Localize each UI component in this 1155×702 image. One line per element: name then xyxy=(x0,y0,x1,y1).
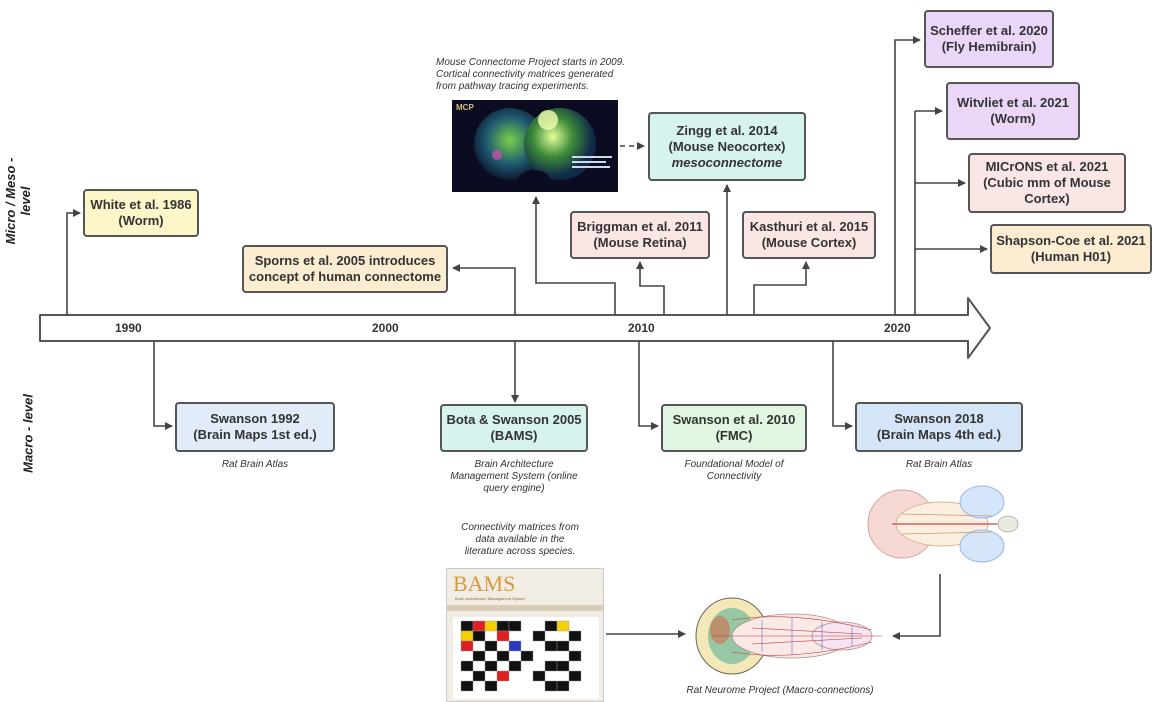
connector-briggman xyxy=(636,261,665,315)
box-witvliet-line1: Witvliet et al. 2021 xyxy=(957,95,1069,110)
box-microns-line1: MICrONS et al. 2021 xyxy=(985,159,1109,174)
box-shapson-line2: (Human H01) xyxy=(1030,249,1112,264)
note-mouse-connectome-project: Mouse Connectome Project starts in 2009.… xyxy=(436,57,625,92)
note-fmc-description: Foundational Model of Connectivity xyxy=(684,459,784,482)
note-rat-brain-atlas-1: Rat Brain Atlas xyxy=(221,459,289,470)
mcp-brain-slice-image: MCP xyxy=(452,100,618,192)
box-swanson2018-line1: Swanson 2018 xyxy=(894,411,984,426)
box-swanson-1992: Swanson 1992 (Brain Maps 1st ed.) xyxy=(175,402,335,452)
box-kasthuri-2015: Kasthuri et al. 2015 (Mouse Cortex) xyxy=(742,211,876,259)
macro-level-label: Macro - level xyxy=(21,384,36,484)
box-microns-line2: (Cubic mm of Mouse xyxy=(983,175,1111,190)
connector-mcp xyxy=(532,196,616,315)
year-2010: 2010 xyxy=(628,321,655,335)
box-briggman-line1: Briggman et al. 2011 xyxy=(577,219,703,234)
bams-logo: BAMS xyxy=(453,571,516,596)
year-2020: 2020 xyxy=(884,321,911,335)
year-2000: 2000 xyxy=(372,321,399,335)
box-bota-2005: Bota & Swanson 2005 (BAMS) xyxy=(440,404,588,452)
box-zingg-line3: mesoconnectome xyxy=(671,154,783,170)
box-white-line1: White et al. 1986 xyxy=(90,197,192,212)
box-microns-2021: MICrONS et al. 2021 (Cubic mm of Mouse C… xyxy=(968,153,1126,213)
box-bota-line2: (BAMS) xyxy=(490,428,538,443)
box-shapson-2021: Shapson-Coe et al. 2021 (Human H01) xyxy=(990,224,1152,274)
micro-meso-level-label: Micro / Meso - level xyxy=(3,151,33,251)
box-zingg-line2: (Mouse Neocortex) xyxy=(668,138,786,154)
connector-kasthuri xyxy=(753,261,810,315)
connector-scheffer xyxy=(894,36,921,315)
box-swanson1992-line1: Swanson 1992 xyxy=(210,411,300,426)
rat-neurome-image xyxy=(692,590,888,682)
box-witvliet-line2: (Worm) xyxy=(990,111,1036,126)
box-briggman-line2: (Mouse Retina) xyxy=(593,235,687,250)
rat-brain-atlas-image xyxy=(862,472,1028,572)
timeline-arrow xyxy=(39,297,991,359)
box-sporns-2005: Sporns et al. 2005 introduces concept of… xyxy=(242,245,448,293)
box-white-1986: White et al. 1986 (Worm) xyxy=(83,189,199,237)
box-kasthuri-line2: (Mouse Cortex) xyxy=(761,235,857,250)
connector-swanson2010 xyxy=(638,341,659,430)
mcp-logo: MCP xyxy=(456,103,474,112)
box-sporns-line1: Sporns et al. 2005 introduces xyxy=(254,253,436,268)
box-witvliet-2021: Witvliet et al. 2021 (Worm) xyxy=(946,82,1080,140)
connector-sporns xyxy=(452,264,516,315)
box-scheffer-2020: Scheffer et al. 2020 (Fly Hemibrain) xyxy=(924,10,1054,68)
box-swanson-2010: Swanson et al. 2010 (FMC) xyxy=(661,404,807,452)
box-kasthuri-line1: Kasthuri et al. 2015 xyxy=(749,219,869,234)
box-swanson2018-line2: (Brain Maps 4th ed.) xyxy=(876,427,1002,442)
year-1990: 1990 xyxy=(115,321,142,335)
bams-subtitle: Brain Architecture Management System xyxy=(455,596,526,601)
micro-label-text: Micro / Meso - level xyxy=(3,157,33,245)
box-briggman-2011: Briggman et al. 2011 (Mouse Retina) xyxy=(570,211,710,259)
box-zingg-2014: Zingg et al. 2014 (Mouse Neocortex) meso… xyxy=(648,112,806,181)
box-swanson-2018: Swanson 2018 (Brain Maps 4th ed.) xyxy=(855,402,1023,452)
box-microns-line3: Cortex) xyxy=(1024,191,1070,206)
box-swanson2010-line2: (FMC) xyxy=(715,428,753,443)
note-bams-description: Brain Architecture Management System (on… xyxy=(450,459,578,494)
box-scheffer-line2: (Fly Hemibrain) xyxy=(941,39,1037,54)
note-connectivity-matrices: Connectivity matrices from data availabl… xyxy=(461,522,579,557)
box-shapson-line1: Shapson-Coe et al. 2021 xyxy=(996,233,1146,248)
note-rat-neurome-project: Rat Neurome Project (Macro-connections) xyxy=(686,685,874,696)
box-swanson2010-line1: Swanson et al. 2010 xyxy=(672,412,796,427)
bams-screenshot-image: BAMS Brain Architecture Management Syste… xyxy=(446,568,604,702)
connector-swanson1992 xyxy=(153,341,173,430)
macro-label-text: Macro - level xyxy=(20,394,36,473)
note-rat-brain-atlas-2: Rat Brain Atlas xyxy=(905,459,973,470)
box-white-line2: (Worm) xyxy=(118,213,164,228)
box-swanson1992-line2: (Brain Maps 1st ed.) xyxy=(193,427,317,442)
connector-white xyxy=(66,209,81,315)
box-sporns-line2: concept of human connectome xyxy=(248,269,442,284)
box-zingg-line1: Zingg et al. 2014 xyxy=(676,122,778,138)
connector-swanson2018 xyxy=(832,341,853,430)
connector-atlas-neurome xyxy=(892,574,941,640)
box-bota-line1: Bota & Swanson 2005 xyxy=(446,412,582,427)
box-scheffer-line1: Scheffer et al. 2020 xyxy=(930,23,1048,38)
